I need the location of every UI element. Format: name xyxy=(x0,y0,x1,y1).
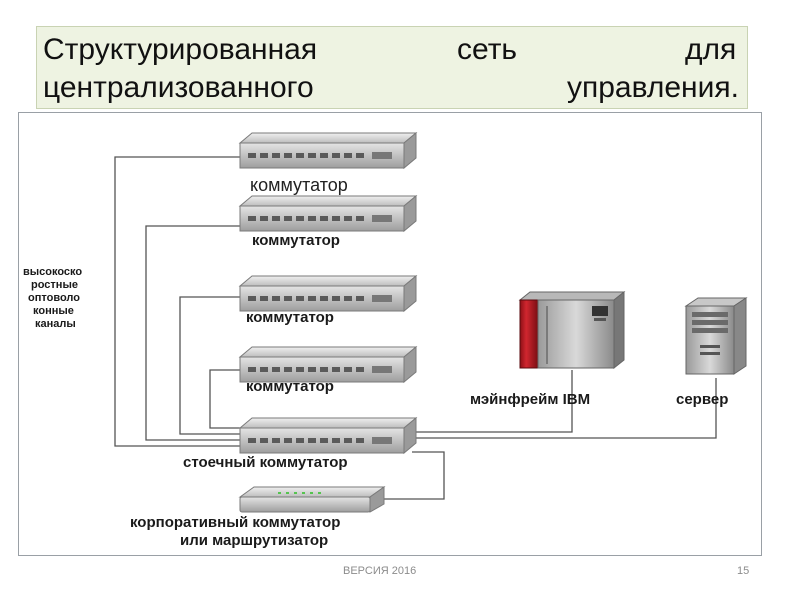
link-switch-4 xyxy=(209,369,240,429)
switch-1-label-bg xyxy=(246,174,370,198)
link-switch-2 xyxy=(145,225,240,441)
rack-switch-label: стоечный коммутатор xyxy=(183,454,348,471)
backbone-label-line: каналы xyxy=(35,318,76,330)
title-word: централизованного xyxy=(43,71,314,104)
switch-3-label: коммутатор xyxy=(246,309,334,326)
title-word: управления. xyxy=(567,71,739,104)
backbone-label-line: оптоволо xyxy=(28,292,80,304)
slide-title-box: Структурированная сеть для централизован… xyxy=(36,26,748,109)
rack-switch xyxy=(238,416,418,455)
switch-1 xyxy=(238,131,418,170)
backbone-label: высокоско ростные оптоволо конные каналы xyxy=(23,266,82,330)
backbone-label-line: ростные xyxy=(31,279,78,291)
backbone-label-line: конные xyxy=(33,305,74,317)
title-word: для xyxy=(685,33,737,66)
corporate-label-line1: корпоративный коммутатор xyxy=(130,514,340,531)
connection-lines xyxy=(114,156,717,500)
switch-1-label: коммутатор xyxy=(250,175,348,195)
switch-4-label: коммутатор xyxy=(246,378,334,395)
corporate-router xyxy=(238,486,386,513)
mainframe-icon xyxy=(518,290,626,370)
link-corporate xyxy=(384,451,445,500)
network-diagram-frame xyxy=(18,112,762,556)
switch-2 xyxy=(238,194,418,233)
corporate-label-line2: или маршрутизатор xyxy=(180,532,328,549)
server-icon xyxy=(684,297,748,375)
link-mainframe xyxy=(412,370,573,433)
footer-page-number: 15 xyxy=(737,565,750,577)
link-switch-3 xyxy=(179,296,240,435)
footer-version: ВЕРСИЯ 2016 xyxy=(343,565,417,577)
title-word: сеть xyxy=(457,33,518,66)
switch-2-label: коммутатор xyxy=(252,232,340,249)
title-word: Структурированная xyxy=(43,33,318,66)
link-switch-1 xyxy=(114,156,240,447)
switch-3 xyxy=(238,274,418,313)
server-label: сервер xyxy=(676,391,728,408)
link-server xyxy=(412,378,717,439)
backbone-label-line: высокоско xyxy=(23,266,82,278)
mainframe-label: мэйнфрейм IBM xyxy=(470,391,590,408)
switch-4 xyxy=(238,345,418,384)
